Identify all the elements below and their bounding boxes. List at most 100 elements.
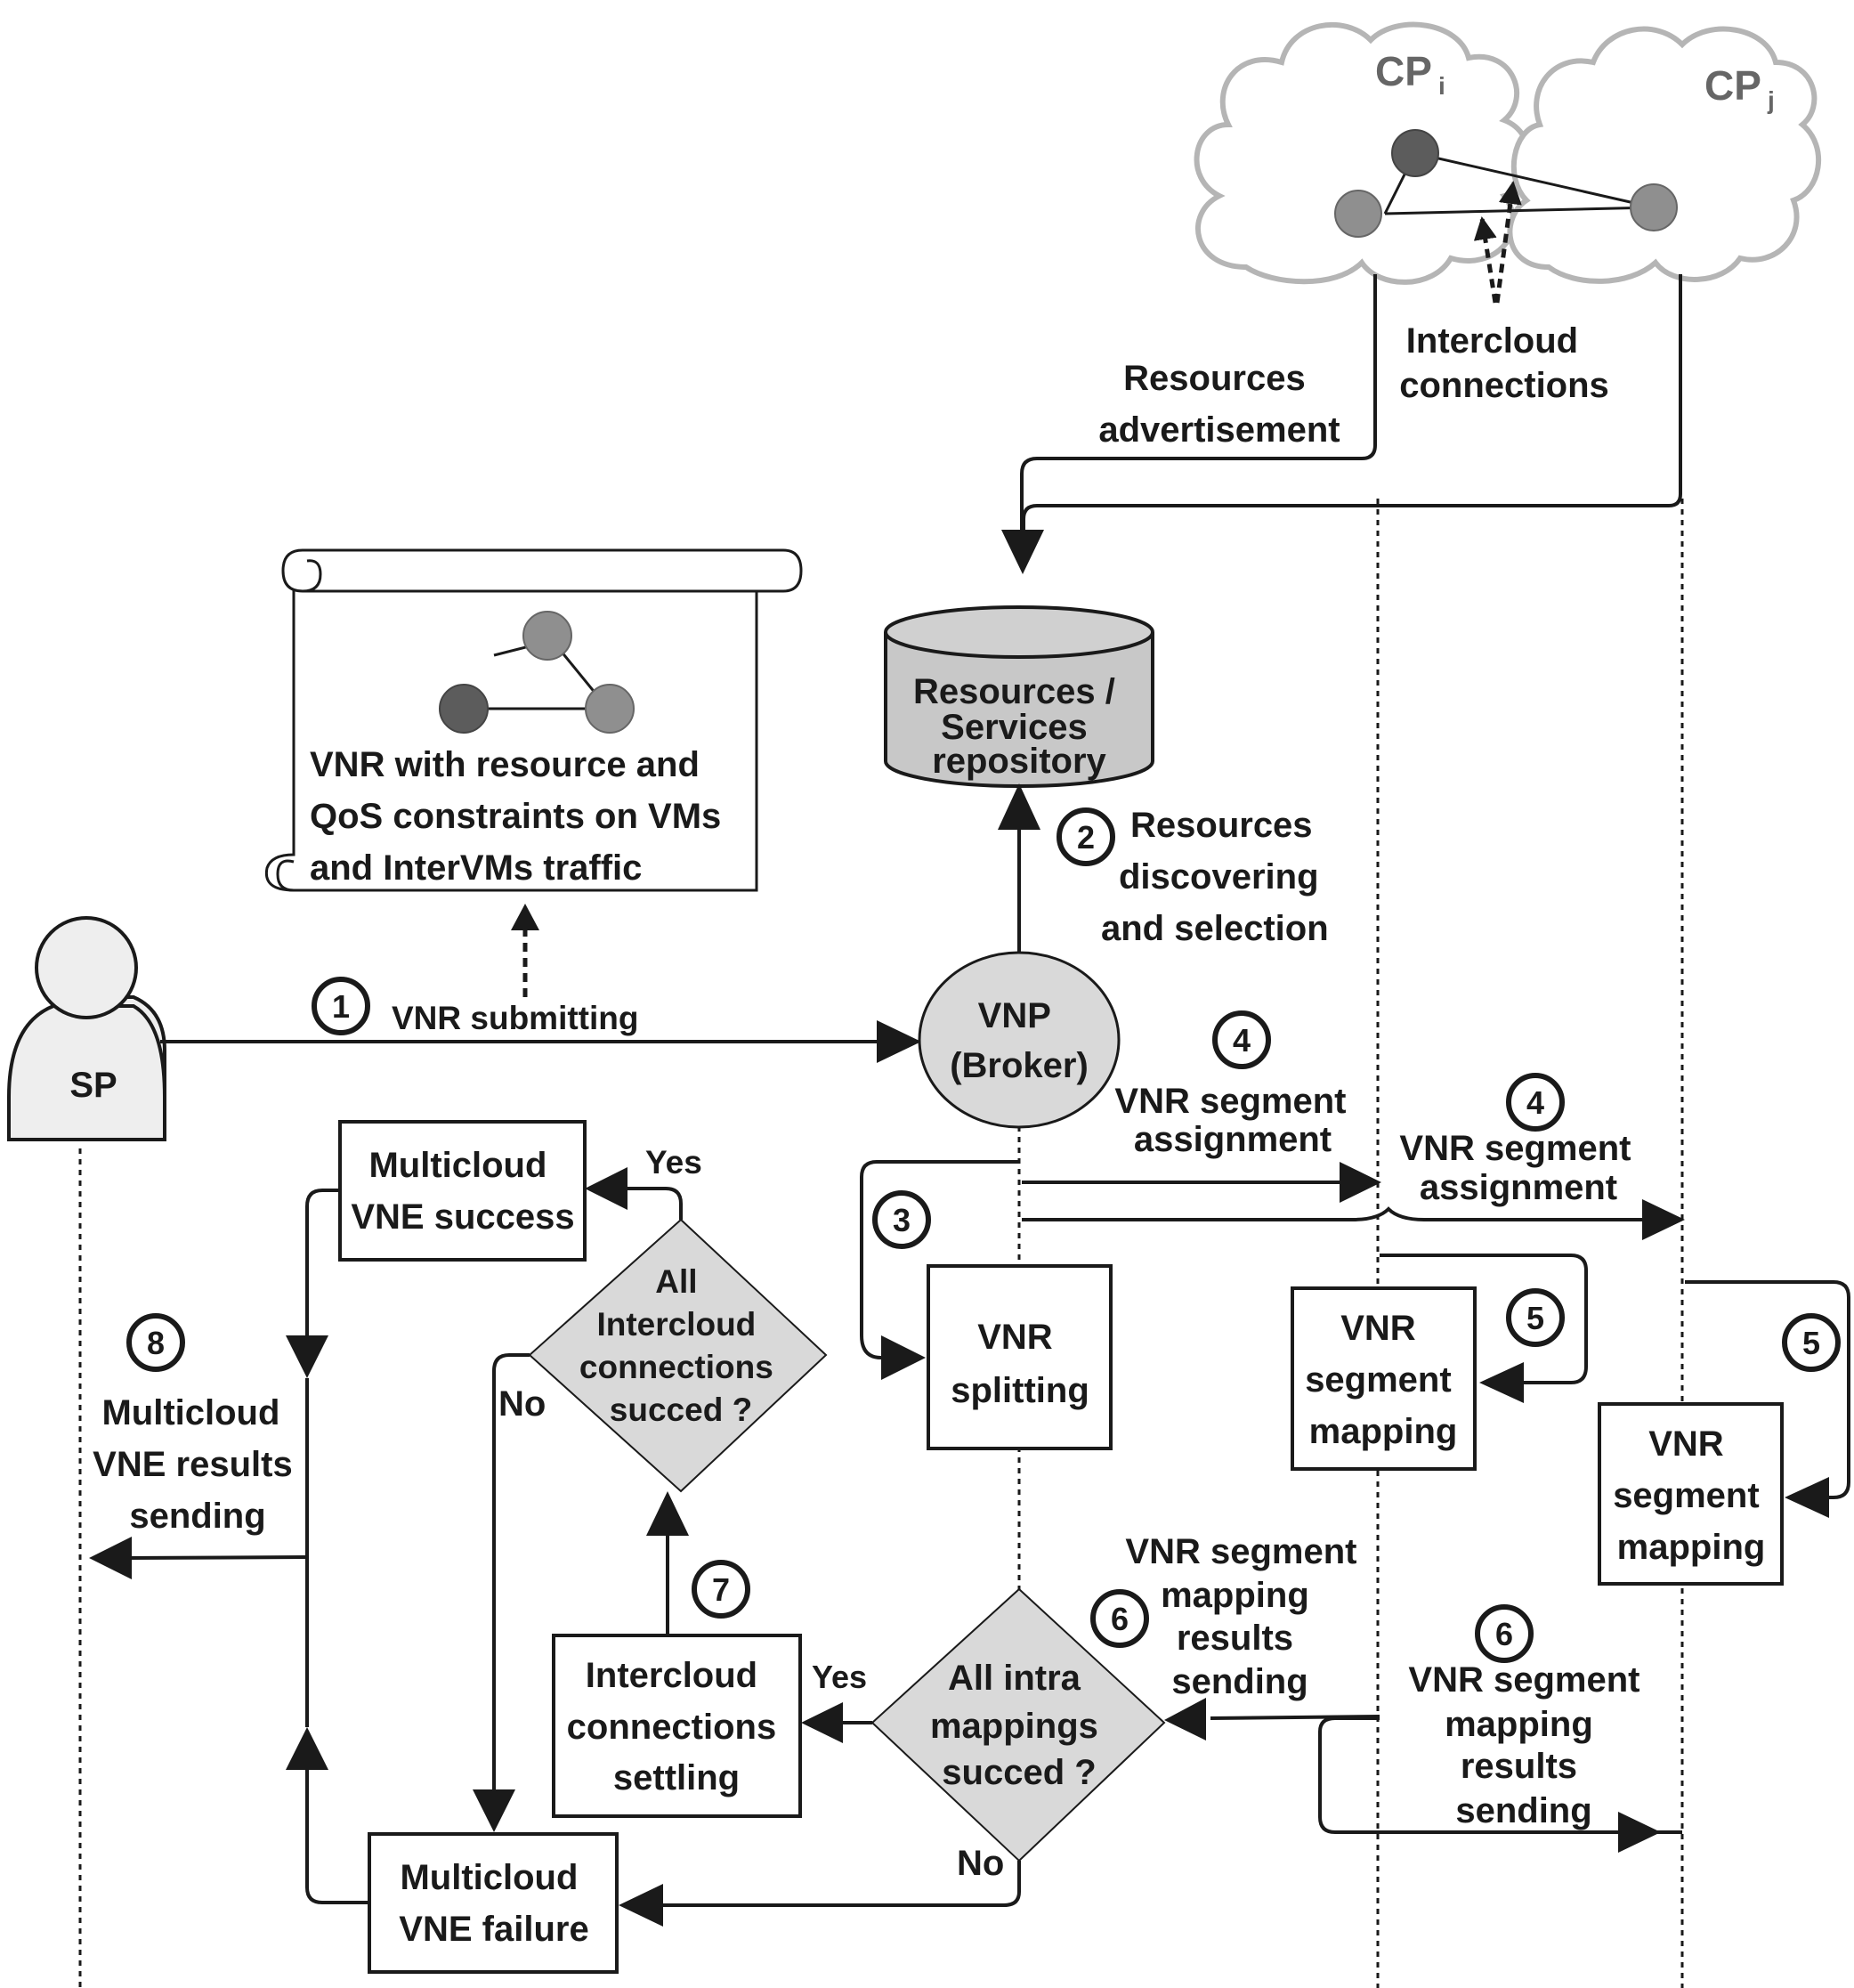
results-sending-arrow [124, 1555, 308, 1560]
step-4a-label: VNR segment assignment [1114, 1082, 1356, 1159]
cp-i-label: CP [1375, 48, 1432, 94]
step-4a-badge [1212, 1010, 1271, 1069]
step-8-label: Multicloud VNE results sending [93, 1393, 303, 1536]
vnr-scroll [264, 548, 803, 892]
sp-label: SP [69, 1066, 117, 1105]
settling-up-head [646, 1491, 689, 1536]
vnr-node-dark [439, 684, 489, 734]
cp-j-label: CP [1704, 62, 1761, 109]
vne-success-label: Multicloud VNE success [351, 1146, 574, 1237]
intra-yes-head [801, 1702, 843, 1743]
results-sending-head [89, 1537, 132, 1579]
vnr-submit-dashed-head [511, 904, 539, 930]
results-sending-cp-j-path [1318, 1716, 1682, 1834]
step-8-number: 8 [147, 1325, 165, 1361]
vne-failure-label: Multicloud VNE failure [399, 1858, 588, 1949]
segment-assign-cp-j-head [1642, 1199, 1685, 1240]
advertisement-arrowhead [1001, 530, 1044, 574]
segment-mapping-box-cp-i [1291, 1286, 1477, 1471]
cp-i-subscript: i [1438, 72, 1445, 100]
intercloud-yes-arrow [623, 1187, 683, 1220]
step-2-number: 2 [1077, 819, 1095, 856]
vnr-splitting-label: VNR splitting [951, 1318, 1089, 1410]
intercloud-arrow [1494, 181, 1522, 304]
cloud-node-dark [1391, 129, 1439, 177]
vnr-node-light [522, 611, 572, 661]
step-5b-badge [1782, 1313, 1841, 1372]
step-4a-number: 4 [1233, 1022, 1251, 1059]
step-5a-badge [1506, 1288, 1565, 1347]
segment-mapping-label-cp-i: VNR segment mapping [1305, 1309, 1461, 1451]
mapping-loop-cp-i-head [1479, 1362, 1524, 1403]
repository-label: Resources / Services repository [913, 672, 1125, 781]
segment-assign-cp-i-head [1340, 1162, 1381, 1203]
yes-label-top: Yes [645, 1144, 702, 1181]
cloud-node-light [1630, 183, 1678, 231]
results-sending-cp-j-head [1618, 1812, 1661, 1853]
vne-success-box [338, 1120, 587, 1262]
step-6a-badge [1090, 1589, 1149, 1648]
segment-mapping-label-cp-j: VNR segment mapping [1613, 1424, 1769, 1567]
vnp-label: VNP (Broker) [950, 996, 1089, 1085]
cloud-node-graph [1334, 129, 1678, 238]
step-1-number: 1 [332, 988, 350, 1025]
step-6a-number: 6 [1111, 1601, 1129, 1637]
resources-repository [884, 605, 1154, 788]
splitting-loop [860, 1160, 1019, 1359]
no-label-bottom: No [957, 1844, 1004, 1883]
step-4b-badge [1506, 1073, 1565, 1132]
step-6b-label: VNR segment mapping results sending [1408, 1660, 1649, 1830]
no-label-left: No [498, 1384, 546, 1424]
yes-label-mid: Yes [812, 1659, 867, 1695]
intercloud-no-arrow [492, 1353, 530, 1803]
discovery-arrowhead [998, 783, 1040, 830]
step-2-label: Resources discovering and selection [1101, 806, 1329, 948]
step-6a-label: VNR segment mapping results sending [1125, 1532, 1366, 1701]
cloud-cp-i [1194, 21, 1533, 285]
segment-mapping-box-cp-j [1598, 1402, 1784, 1586]
intercloud-connections-label: Intercloud connections [1399, 321, 1609, 405]
step-4b-label: VNR segment assignment [1399, 1129, 1640, 1207]
intercloud-no-head [473, 1789, 515, 1832]
step-7-number: 7 [712, 1571, 730, 1608]
intercloud-settling-box [552, 1634, 802, 1818]
splitting-loop-head [881, 1335, 926, 1380]
segment-assign-cp-j-arrow [1022, 1206, 1664, 1221]
step-5b-number: 5 [1802, 1325, 1820, 1361]
sp-actor [7, 916, 166, 1141]
vnr-submit-arrowhead [877, 1020, 921, 1063]
failure-to-results-head [286, 1727, 328, 1770]
advertisement-arrow-cp-j [1022, 274, 1682, 552]
advertisement-arrow-cp-i [1020, 274, 1377, 548]
mapping-loop-cp-i [1380, 1254, 1588, 1384]
vnr-splitting-box [927, 1264, 1113, 1450]
success-to-results-head [286, 1335, 328, 1378]
intercloud-decision-label: All Intercloud connections succed ? [579, 1263, 782, 1428]
intercloud-yes-head [585, 1167, 627, 1210]
intra-mappings-decision-label: All intra mappings succed ? [930, 1659, 1108, 1792]
intra-no-head [619, 1884, 663, 1927]
step-7-badge [692, 1560, 750, 1619]
step-4b-number: 4 [1526, 1084, 1544, 1121]
step-1-badge [312, 977, 370, 1035]
success-to-results-line [305, 1189, 340, 1353]
step-3-badge [872, 1190, 931, 1249]
cp-j-subscript: j [1767, 86, 1775, 114]
step-2-badge [1057, 807, 1115, 866]
failure-to-results-line [305, 1767, 369, 1904]
step-5a-number: 5 [1526, 1300, 1544, 1336]
results-sending-cp-i-head [1164, 1698, 1206, 1741]
resources-advertisement-label: Resources advertisement [1098, 359, 1340, 450]
step-1-label: VNR submitting [392, 1000, 638, 1036]
cloud-node-light [1334, 190, 1382, 238]
step-3-number: 3 [893, 1202, 911, 1238]
mapping-loop-cp-j [1685, 1280, 1850, 1499]
mapping-loop-cp-j-head [1785, 1477, 1829, 1518]
vnp-broker [918, 951, 1121, 1129]
vnr-node-light [585, 684, 635, 734]
step-6b-number: 6 [1495, 1616, 1513, 1652]
intercloud-settling-label: Intercloud connections settling [567, 1656, 787, 1797]
vne-failure-box [368, 1832, 619, 1974]
step-6b-badge [1475, 1604, 1534, 1663]
